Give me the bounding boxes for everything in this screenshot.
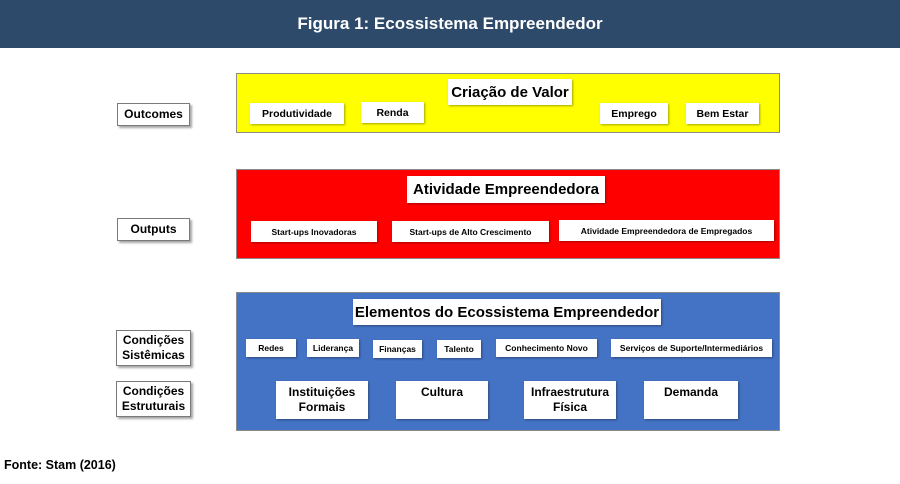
chip-infraestrutura-fisica: Infraestrutura Física (524, 381, 616, 419)
chip-demanda: Demanda (644, 381, 738, 419)
figure-title: Figura 1: Ecossistema Empreendedor (0, 0, 900, 48)
chip-startups-inovadoras: Start-ups Inovadoras (251, 221, 377, 242)
panel-title-criacao: Criação de Valor (448, 79, 572, 105)
panel-title-atividade: Atividade Empreendedora (407, 176, 605, 203)
chip-talento: Talento (437, 340, 481, 358)
panel-title-elementos: Elementos do Ecossistema Empreendedor (353, 299, 661, 325)
label-condicoes-sistemicas: Condições Sistêmicas (116, 330, 191, 366)
label-outputs: Outputs (117, 218, 190, 241)
chip-renda: Renda (361, 102, 424, 123)
panel-atividade-empreendedora: Atividade Empreendedora Start-ups Inovad… (236, 169, 780, 259)
chip-redes: Redes (246, 339, 296, 357)
chip-atividade-empregados: Atividade Empreendedora de Empregados (559, 220, 774, 241)
source-note: Fonte: Stam (2016) (4, 458, 116, 472)
chip-produtividade: Produtividade (250, 103, 344, 124)
chip-servicos-suporte: Serviços de Suporte/Intermediários (611, 339, 772, 357)
chip-financas: Finanças (373, 340, 422, 358)
chip-lideranca: Liderança (307, 339, 359, 357)
chip-emprego: Emprego (600, 103, 668, 124)
label-condicoes-estruturais: Condições Estruturais (116, 381, 191, 417)
panel-criacao-de-valor: Criação de Valor Produtividade Renda Emp… (236, 73, 780, 133)
chip-startups-alto-crescimento: Start-ups de Alto Crescimento (392, 221, 549, 242)
chip-bem-estar: Bem Estar (686, 103, 759, 124)
panel-elementos-ecossistema: Elementos do Ecossistema Empreendedor Re… (236, 292, 780, 431)
chip-conhecimento-novo: Conhecimento Novo (496, 339, 597, 357)
chip-cultura: Cultura (396, 381, 488, 419)
label-outcomes: Outcomes (117, 103, 190, 126)
chip-instituicoes-formais: Instituições Formais (276, 381, 368, 419)
